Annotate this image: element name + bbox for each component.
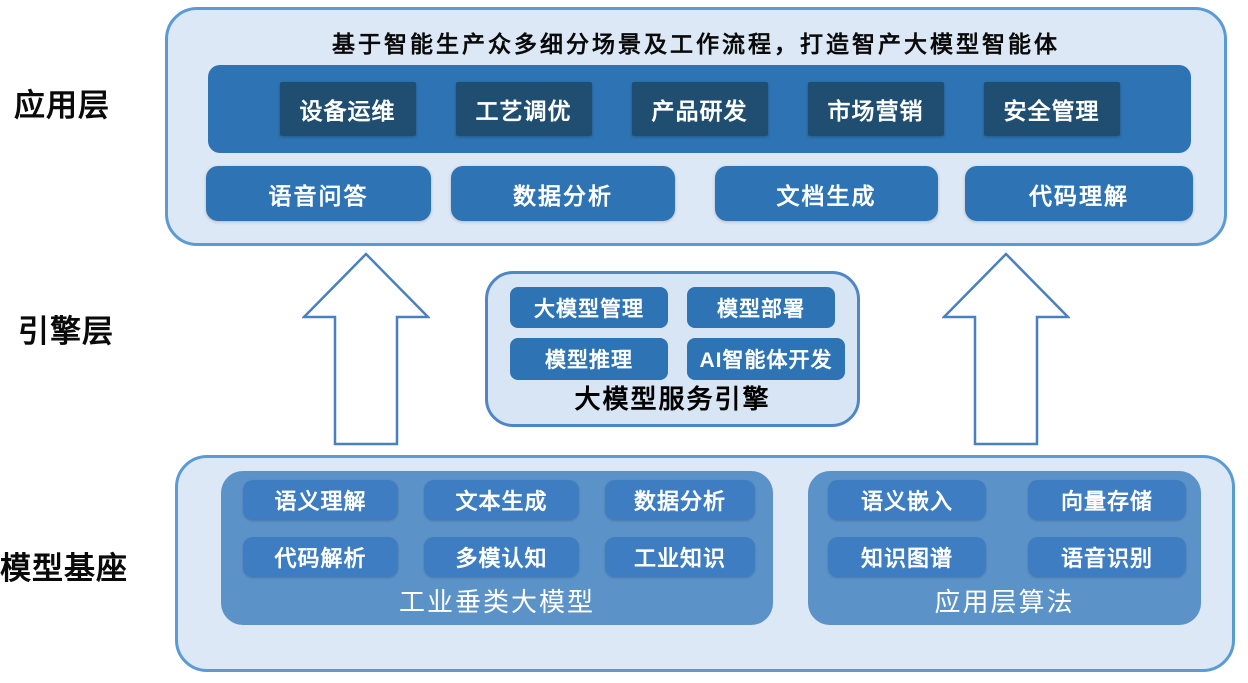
scenario-box-device-ops: 设备运维 bbox=[279, 82, 416, 136]
scenario-bar: 设备运维 工艺调优 产品研发 市场营销 安全管理 bbox=[208, 65, 1191, 153]
application-layer-panel: 基于智能生产众多细分场景及工作流程，打造智产大模型智能体 设备运维 工艺调优 产… bbox=[165, 7, 1227, 246]
engine-module-model-management: 大模型管理 bbox=[510, 287, 668, 328]
model-capability-semantic-understanding: 语义理解 bbox=[243, 480, 398, 520]
model-capability-industry-knowledge: 工业知识 bbox=[605, 537, 755, 577]
algorithm-knowledge-graph: 知识图谱 bbox=[828, 537, 986, 577]
model-capability-text-generation: 文本生成 bbox=[424, 480, 579, 520]
industry-model-group-label: 工业垂类大模型 bbox=[398, 587, 595, 617]
industry-vertical-model-group: 语义理解 文本生成 数据分析 代码解析 多模认知 工业知识 工业垂类大模型 bbox=[221, 471, 773, 625]
algorithm-speech-recognition: 语音识别 bbox=[1028, 537, 1186, 577]
capability-box-data-analysis: 数据分析 bbox=[451, 166, 675, 221]
algorithms-group-label: 应用层算法 bbox=[934, 587, 1075, 617]
up-arrow-icon bbox=[302, 252, 430, 446]
scenario-box-safety-mgmt: 安全管理 bbox=[983, 82, 1120, 136]
model-base-panel: 语义理解 文本生成 数据分析 代码解析 多模认知 工业知识 工业垂类大模型 语义… bbox=[175, 455, 1235, 672]
application-algorithms-group: 语义嵌入 向量存储 知识图谱 语音识别 应用层算法 bbox=[808, 471, 1201, 625]
algorithm-vector-storage: 向量存储 bbox=[1028, 480, 1186, 520]
engine-module-ai-agent-dev: AI智能体开发 bbox=[687, 338, 845, 380]
model-capability-data-analysis: 数据分析 bbox=[605, 480, 755, 520]
layer-label-engine: 引擎层 bbox=[18, 314, 114, 349]
engine-module-model-deployment: 模型部署 bbox=[687, 287, 835, 328]
engine-layer-panel: 大模型管理 模型部署 模型推理 AI智能体开发 大模型服务引擎 bbox=[485, 271, 860, 427]
algorithm-semantic-embedding: 语义嵌入 bbox=[828, 480, 986, 520]
capability-box-voice-qa: 语音问答 bbox=[206, 166, 431, 221]
capability-box-code-understanding: 代码理解 bbox=[965, 166, 1193, 221]
scenario-box-marketing: 市场营销 bbox=[807, 82, 944, 136]
application-layer-title: 基于智能生产众多细分场景及工作流程，打造智产大模型智能体 bbox=[332, 31, 1060, 57]
model-capability-multimodal-cognition: 多模认知 bbox=[424, 537, 579, 577]
engine-module-model-inference: 模型推理 bbox=[510, 338, 668, 380]
up-arrow-icon bbox=[942, 252, 1070, 446]
engine-panel-label: 大模型服务引擎 bbox=[574, 384, 771, 414]
model-capability-code-parsing: 代码解析 bbox=[243, 537, 398, 577]
layer-label-model-base: 模型基座 bbox=[0, 551, 128, 586]
layer-label-application: 应用层 bbox=[14, 88, 110, 123]
scenario-box-product-rd: 产品研发 bbox=[631, 82, 768, 136]
scenario-box-process-tuning: 工艺调优 bbox=[455, 82, 592, 136]
capability-box-doc-generation: 文档生成 bbox=[715, 166, 938, 221]
